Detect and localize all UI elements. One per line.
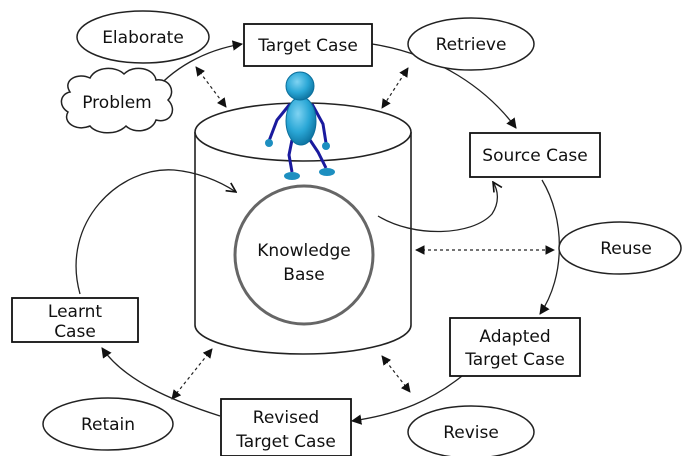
knowledge-base-circle — [233, 184, 375, 326]
knowledge-base-label-line1: Knowledge — [257, 241, 350, 261]
learnt-label-line2: Case — [54, 322, 96, 342]
link-target-case — [195, 66, 227, 108]
knowledge-base: Knowledge Base — [233, 184, 375, 326]
arrow-target-to-source — [371, 43, 517, 129]
target-case-label: Target Case — [257, 36, 358, 56]
box-source-case: Source Case — [469, 132, 601, 178]
dotted-links — [171, 66, 555, 400]
retrieve-label: Retrieve — [436, 35, 507, 55]
learnt-label-line1: Learnt — [48, 302, 103, 322]
problem-cloud: Problem — [60, 67, 174, 134]
reuse-label: Reuse — [600, 239, 652, 259]
box-adapted-target-case: Adapted Target Case — [449, 317, 581, 377]
revised-label-line1: Revised — [253, 408, 319, 428]
box-revised-target-case: Revised Target Case — [220, 398, 352, 456]
ellipse-retain: Retain — [42, 397, 174, 451]
revised-label-line2: Target Case — [235, 432, 336, 452]
ellipse-revise: Revise — [407, 405, 535, 456]
ellipse-retrieve: Retrieve — [407, 17, 535, 71]
arrow-adapted-to-revised — [350, 375, 463, 425]
knowledge-base-label-line2: Base — [283, 265, 324, 285]
retain-label: Retain — [81, 415, 135, 435]
adapted-label-line1: Adapted — [479, 327, 550, 347]
link-retrieve — [381, 67, 409, 109]
revise-label: Revise — [443, 423, 499, 443]
person-figure — [265, 71, 335, 180]
link-retain — [171, 348, 213, 400]
adapted-label-line2: Target Case — [464, 350, 565, 370]
ellipse-reuse: Reuse — [558, 221, 682, 275]
cycle-arrows — [75, 40, 560, 425]
arrow-revised-to-learnt — [101, 347, 221, 417]
link-revise — [381, 355, 411, 393]
source-case-label: Source Case — [482, 146, 587, 166]
problem-label: Problem — [82, 93, 152, 113]
elaborate-label: Elaborate — [102, 28, 184, 48]
arrow-learnt-to-kb — [75, 169, 236, 295]
arrow-source-to-adapted — [539, 179, 560, 315]
ellipse-elaborate: Elaborate — [76, 10, 210, 64]
arrow-kb-to-source — [377, 182, 497, 233]
cloud-shape — [60, 67, 174, 134]
box-learnt-case: Learnt Case — [11, 297, 139, 343]
box-target-case: Target Case — [243, 23, 373, 67]
